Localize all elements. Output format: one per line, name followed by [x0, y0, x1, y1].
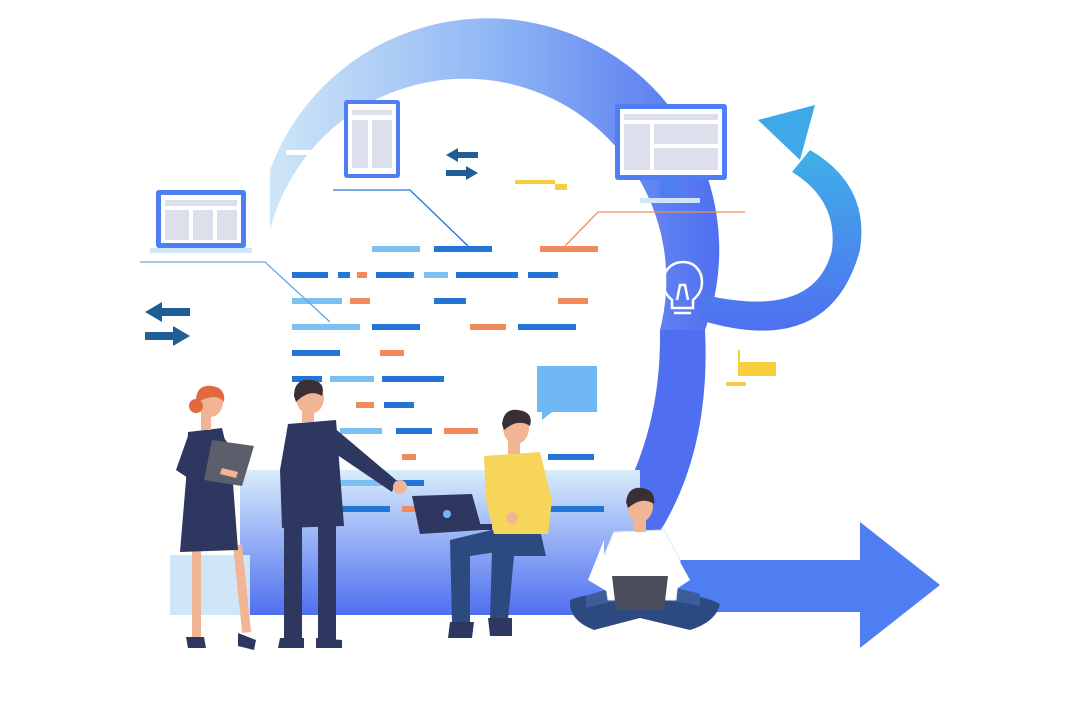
- man-in-suit-pointing: [278, 379, 407, 648]
- lightbulb-icon: [661, 260, 704, 315]
- exchange-arrows-icon: [446, 148, 478, 180]
- woman-with-tablet: [176, 385, 256, 650]
- dash-light: [286, 150, 316, 155]
- laptop-icon: [150, 190, 252, 253]
- code-lines: [292, 246, 604, 512]
- iteration-arrow: [700, 105, 862, 331]
- cycle-ring-arc: [270, 18, 720, 330]
- iteration-arrow-head: [758, 105, 815, 160]
- chat-bubble-icon: [537, 366, 597, 420]
- progress-arrow-shape: [600, 522, 940, 648]
- progress-arrow: [600, 522, 940, 648]
- man-cross-legged-with-laptop: [569, 487, 720, 630]
- monitor-icon: [615, 104, 727, 203]
- iteration-arrow-body: [700, 150, 862, 331]
- note-yellow-right: [726, 350, 776, 386]
- tablet-icon: [204, 440, 254, 486]
- exchange-arrows-icon: [145, 302, 190, 346]
- note-yellow-top: [515, 180, 567, 190]
- connector-lines: [140, 189, 745, 323]
- document-icon: [344, 100, 400, 178]
- laptop-icon: [612, 576, 668, 610]
- man-sitting-with-laptop: [412, 409, 552, 638]
